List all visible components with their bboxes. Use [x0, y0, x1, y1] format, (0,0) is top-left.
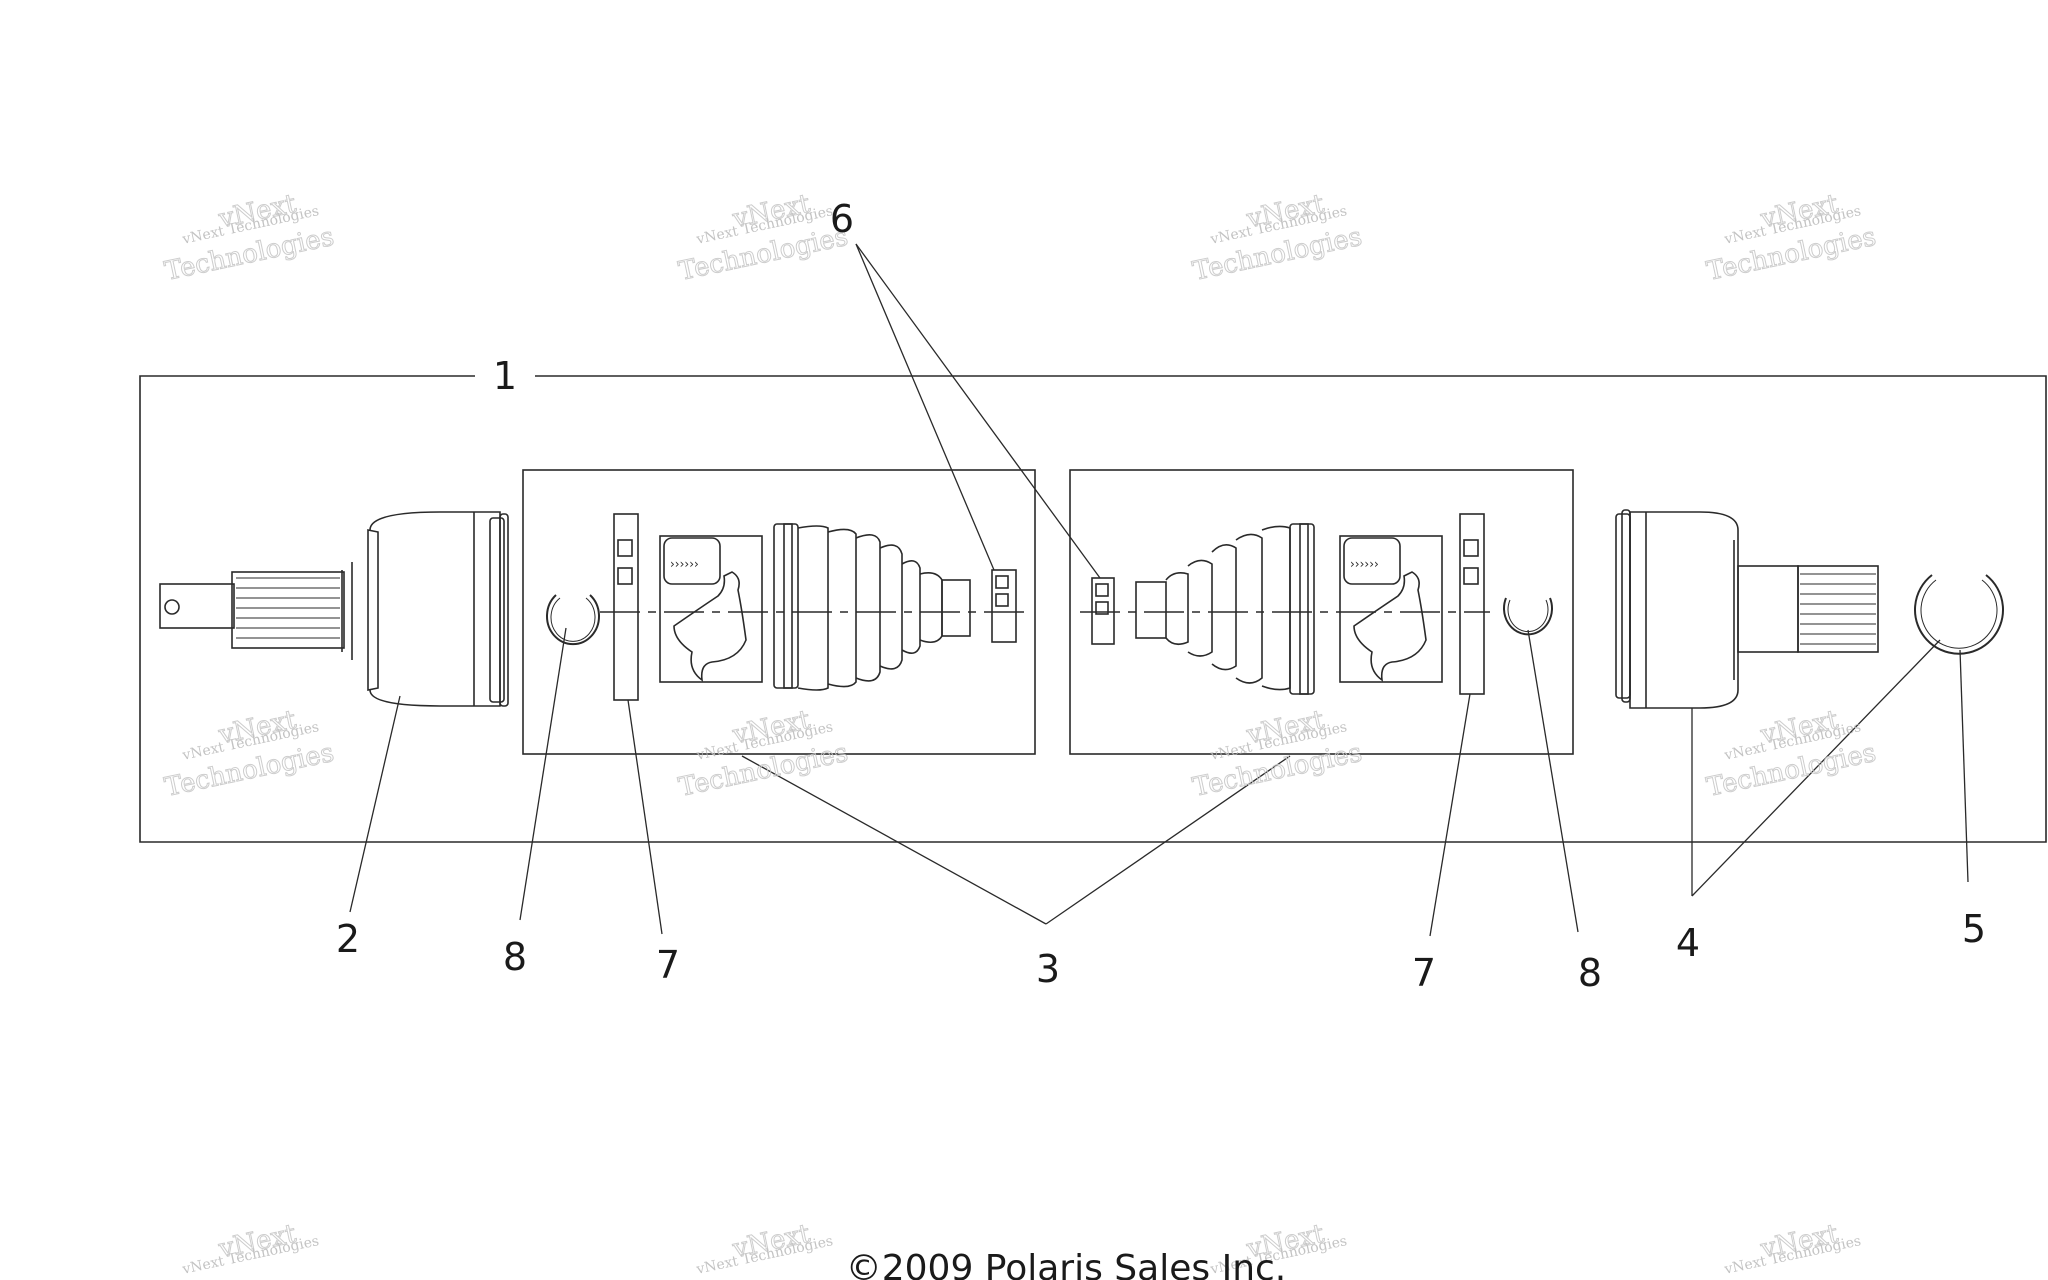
boot-kit-box-right: [1069, 469, 1574, 755]
callout-8-left: 8: [503, 935, 527, 979]
circlip-left: [546, 594, 600, 646]
boot-kit-box-left: [522, 469, 1036, 755]
callout-8-right: 8: [1578, 951, 1602, 995]
inner-cv-joint: [1615, 509, 1879, 709]
left-boot-kit-parts: ››››››: [546, 513, 1017, 701]
retaining-ring: [1914, 574, 2004, 655]
grease-packet-right: [1339, 535, 1443, 683]
callout-4: 4: [1676, 921, 1700, 965]
right-boot-kit-parts: ››››››: [1091, 513, 1553, 695]
cv-boot-right: [1135, 523, 1315, 695]
outer-cv-joint: [159, 511, 509, 707]
leader-lines: [349, 243, 1969, 937]
grease-packet-left: [659, 535, 763, 683]
cv-boot-left: [773, 523, 971, 691]
callout-2: 2: [336, 917, 360, 961]
clamp-left: [613, 513, 639, 701]
callout-6: 6: [830, 197, 854, 241]
callout-7-right: 7: [1412, 951, 1436, 995]
callout-3: 3: [1036, 947, 1060, 991]
small-clamp-left: [991, 569, 1017, 643]
callout-5: 5: [1962, 907, 1986, 951]
callout-1: 1: [493, 354, 517, 398]
circlip-right: [1503, 597, 1553, 636]
clamp-right: [1459, 513, 1485, 695]
callout-7-left: 7: [656, 943, 680, 987]
small-clamp-right: [1091, 577, 1115, 645]
assembly-box: [139, 375, 2047, 843]
watermark-layer: vNext vNext Technologies Technologies vN…: [162, 188, 1880, 1278]
svg-text:››››››: ››››››: [1350, 557, 1379, 571]
copyright-text: ©2009 Polaris Sales Inc.: [846, 1248, 1287, 1280]
svg-text:››››››: ››››››: [670, 557, 699, 571]
